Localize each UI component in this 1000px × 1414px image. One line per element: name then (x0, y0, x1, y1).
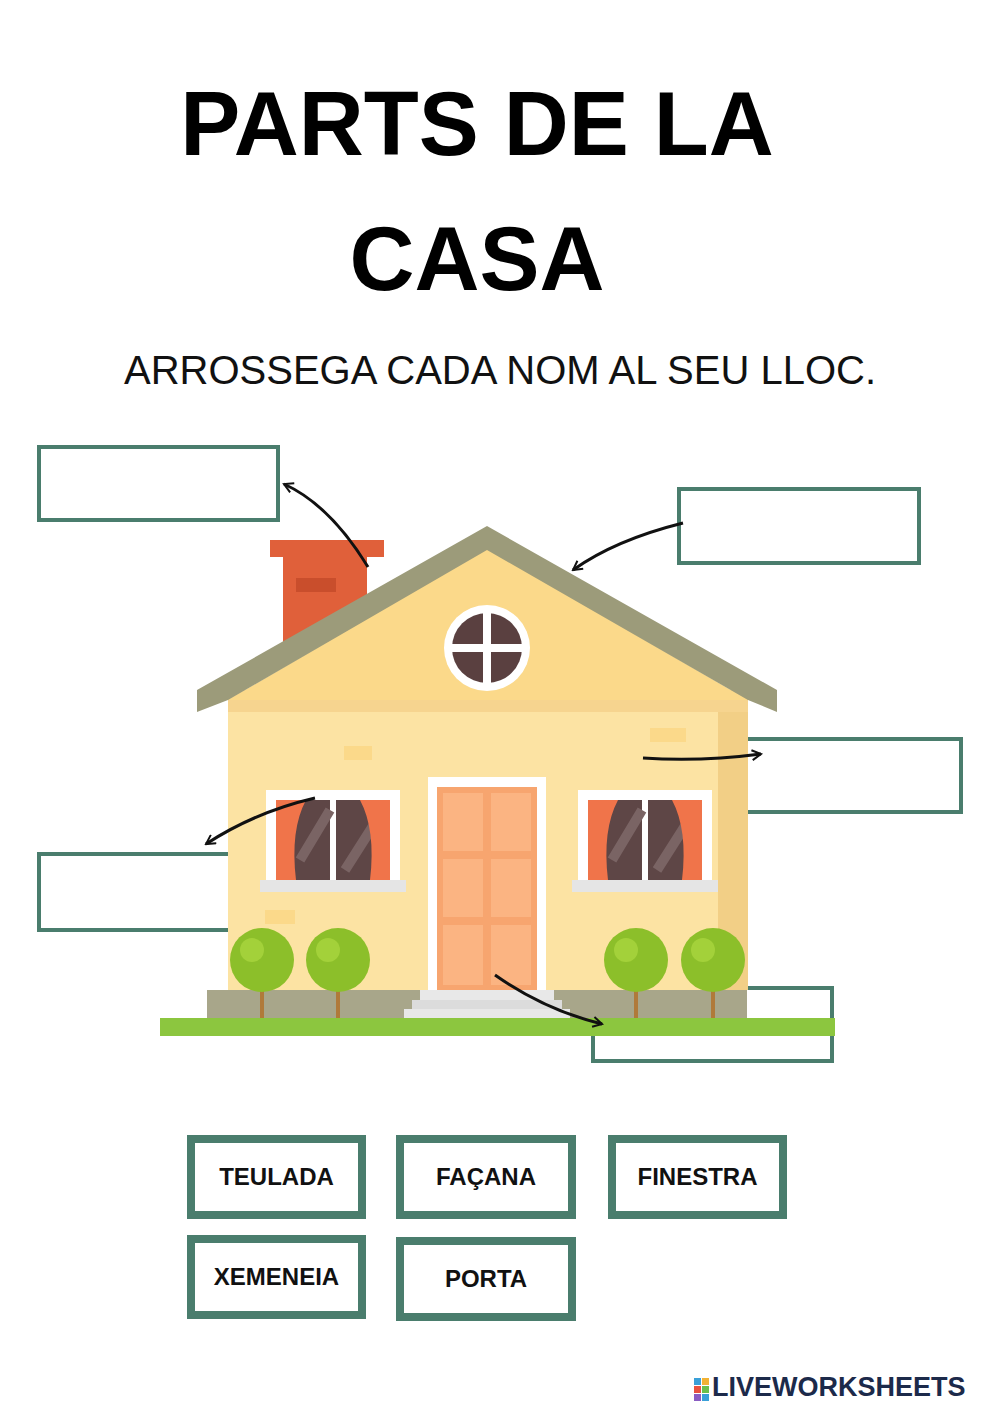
bush (230, 928, 745, 1018)
leader-arrow (206, 484, 761, 1024)
word-text: FINESTRA (638, 1163, 758, 1191)
title: PARTS DE LA CASA (147, 57, 807, 327)
instruction: ARROSSEGA CADA NOM AL SEU LLOC. (20, 348, 980, 393)
gable (228, 548, 748, 700)
word-card: FAÇANA (396, 1135, 576, 1219)
word-card: PORTA (396, 1237, 576, 1321)
round-window (444, 605, 530, 691)
word-card: FINESTRA (608, 1135, 787, 1219)
door (428, 777, 546, 992)
word-text: TEULADA (219, 1163, 334, 1191)
word-card: TEULADA (187, 1135, 366, 1219)
word-card: XEMENEIA (187, 1235, 366, 1319)
logo-icon (694, 1378, 709, 1401)
word-text: XEMENEIA (214, 1263, 339, 1291)
roof (197, 526, 777, 712)
grass (160, 1018, 835, 1036)
word-text: FAÇANA (436, 1163, 536, 1191)
answer-box (39, 447, 961, 1061)
word-text: PORTA (445, 1265, 527, 1293)
watermark: LIVEWORKSHEETS (712, 1372, 992, 1403)
